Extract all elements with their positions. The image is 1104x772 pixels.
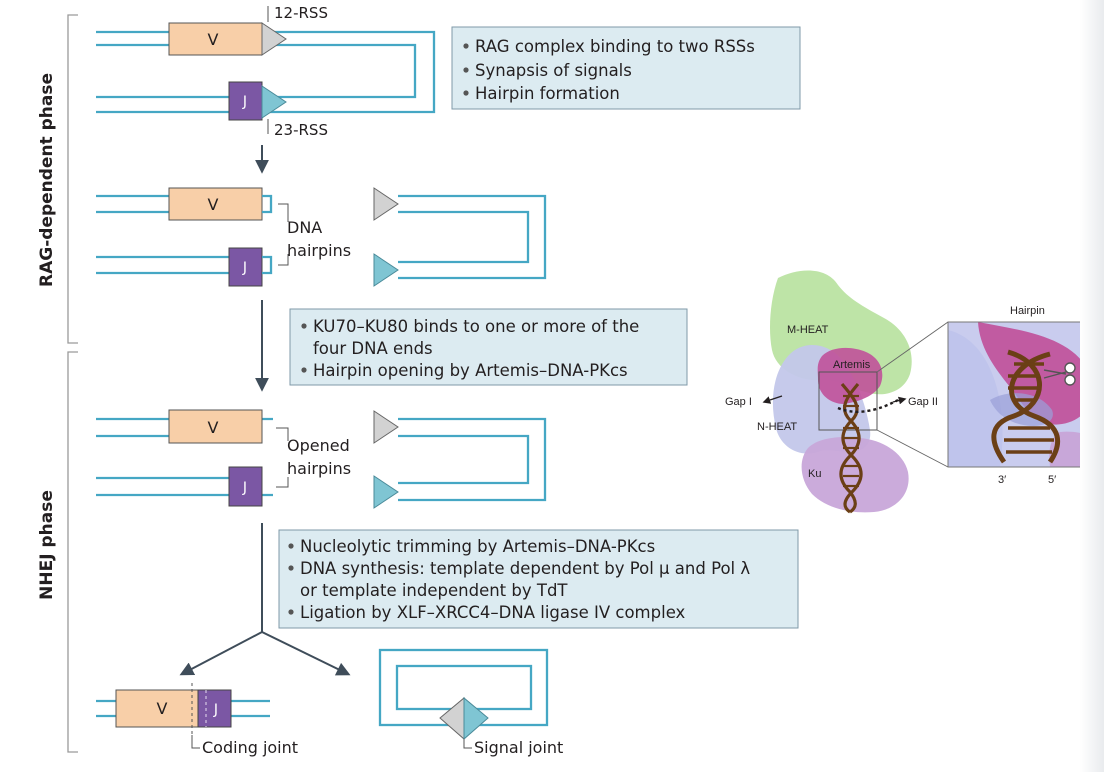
info-box-1: RAG complex binding to two RSSs Synapsis… [451, 26, 801, 110]
v-label: V [208, 195, 219, 214]
j-label: J [213, 702, 218, 718]
right-edge-shadow [1080, 0, 1104, 772]
v-label: V [208, 30, 219, 49]
j-label: J [242, 260, 247, 276]
rss12-label: 12-RSS [274, 4, 328, 22]
coding-joint: V J Coding joint [96, 683, 298, 757]
info-box-2: KU70–KU80 binds to one or more of the fo… [289, 308, 688, 386]
rss12-half [439, 696, 465, 741]
dna-pk-structure: M-HEAT Artemis Gap I Gap II N-HEAT Ku [725, 270, 949, 514]
rag-phase-label: RAG-dependent phase [37, 73, 57, 287]
box3-line2: DNA synthesis: template dependent by Pol… [300, 559, 750, 578]
box1-line1: RAG complex binding to two RSSs [475, 37, 755, 56]
rss12-triangle [261, 22, 287, 56]
hairpin-label: Hairpin [1010, 305, 1045, 317]
zoom-region [818, 371, 878, 431]
phase-brackets [67, 14, 78, 753]
rss23-half [463, 696, 489, 741]
ku-domain [801, 437, 909, 513]
v-label: V [157, 699, 168, 718]
j-segment [197, 689, 232, 728]
j-segment [228, 466, 263, 507]
j-label: J [242, 480, 247, 496]
end-5-label: 5′ [1048, 474, 1056, 486]
gap1-arrow [762, 395, 783, 404]
dna-hairpins-label-1: DNA [287, 218, 322, 237]
v-segment [168, 409, 263, 444]
gap1-label: Gap I [725, 396, 752, 408]
signal-joint-label: Signal joint [474, 738, 563, 757]
box2-line3: Hairpin opening by Artemis–DNA-PKcs [313, 361, 628, 380]
artemis-label: Artemis [833, 359, 871, 371]
box2-line2: four DNA ends [313, 339, 433, 358]
signal-joint: Signal joint [378, 648, 563, 757]
opened-hairpins-label-2: hairpins [287, 459, 351, 478]
rss12-triangle [373, 187, 399, 221]
box1-line2: Synapsis of signals [475, 61, 632, 80]
box3-line3: or template independent by TdT [300, 581, 568, 600]
artemis-domain [817, 347, 883, 404]
rss23-triangle [373, 253, 399, 287]
step1-dna-loop: V J 12-RSS 23-RSS [96, 4, 436, 139]
hairpin-caps [262, 194, 273, 275]
step2-hairpins: V J DNA hairpins [96, 187, 547, 287]
nhej-phase-label: NHEJ phase [37, 490, 57, 600]
rss23-triangle [373, 475, 399, 509]
hairpin-zoom-panel: Hairpin 3′ 5′ [947, 305, 1104, 486]
m-heat-label: M-HEAT [787, 324, 829, 336]
opened-hairpins-label-1: Opened [287, 436, 350, 455]
rss12-triangle [373, 410, 399, 444]
branch-arrows [179, 631, 351, 676]
j-label: J [242, 94, 247, 110]
dna-helix-zoom [991, 349, 1060, 464]
dna-path-dotted [837, 398, 899, 413]
info-box-3: Nucleolytic trimming by Artemis–DNA-PKcs… [278, 529, 799, 629]
coding-joint-label: Coding joint [202, 738, 298, 757]
rss23-label: 23-RSS [274, 121, 328, 139]
dna-hairpins-label-2: hairpins [287, 241, 351, 260]
signal-end-loop [398, 417, 547, 502]
box2-line1: KU70–KU80 binds to one or more of the [313, 317, 639, 336]
step3-opened-hairpins: V J Opened hairpins [96, 409, 547, 509]
v-segment [168, 187, 263, 221]
box1-line3: Hairpin formation [475, 84, 620, 103]
gap2-arrow [892, 396, 907, 405]
v-label: V [208, 418, 219, 437]
end-3-label: 3′ [998, 474, 1006, 486]
signal-end-loop [398, 194, 547, 280]
ku-label: Ku [808, 468, 821, 480]
gap2-label: Gap II [908, 396, 938, 408]
box3-line4: Ligation by XLF–XRCC4–DNA ligase IV comp… [300, 603, 686, 622]
box3-line1: Nucleolytic trimming by Artemis–DNA-PKcs [300, 537, 655, 556]
j-segment [228, 247, 263, 287]
rss23-triangle [261, 85, 287, 119]
v-segment [168, 22, 263, 56]
scissors-icon [1043, 362, 1076, 386]
n-heat-label: N-HEAT [757, 421, 797, 433]
